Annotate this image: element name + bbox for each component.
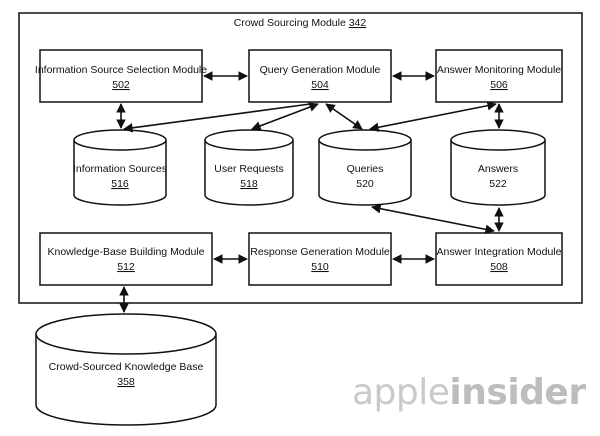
query-generation-module: Query Generation Module 504 bbox=[248, 49, 392, 103]
user-requests-ref: 518 bbox=[240, 178, 258, 190]
crowd-kb-ref: 358 bbox=[117, 376, 135, 388]
module-title: Crowd Sourcing Module 342 bbox=[234, 17, 367, 29]
information-sources-ref: 516 bbox=[111, 178, 129, 190]
arrow-queries-monitoring bbox=[369, 100, 497, 133]
info-source-selection-label: Information Source Selection Module bbox=[35, 64, 207, 76]
queries-ref: 520 bbox=[356, 178, 374, 190]
arrow-query-userrequests bbox=[251, 102, 319, 131]
answers-label: Answers bbox=[478, 163, 518, 175]
answer-integration-label: Answer Integration Module bbox=[437, 246, 562, 258]
arrow-query-infosources bbox=[123, 103, 311, 133]
information-sources-label: Information Sources bbox=[73, 163, 167, 175]
response-generation-label: Response Generation Module bbox=[250, 246, 390, 258]
user-requests-label: User Requests bbox=[214, 163, 283, 175]
answers-ref: 522 bbox=[489, 178, 507, 190]
answer-monitoring-label: Answer Monitoring Module bbox=[437, 64, 561, 76]
queries-store: Queries 520 bbox=[318, 129, 412, 206]
crowd-kb-label: Crowd-Sourced Knowledge Base bbox=[49, 361, 204, 373]
response-generation-module: Response Generation Module 510 bbox=[248, 232, 392, 286]
info-source-selection-module: Information Source Selection Module 502 bbox=[35, 49, 207, 103]
information-sources-store: Information Sources 516 bbox=[73, 129, 167, 206]
appleinsider-watermark: appleinsider bbox=[352, 372, 586, 413]
kb-building-module: Knowledge-Base Building Module 512 bbox=[39, 232, 213, 286]
connector-arrows bbox=[116, 71, 504, 313]
answer-monitoring-ref: 506 bbox=[490, 79, 508, 91]
answer-integration-module: Answer Integration Module 508 bbox=[435, 232, 563, 286]
crowd-sourced-kb-store: Crowd-Sourced Knowledge Base 358 bbox=[35, 313, 217, 426]
response-generation-ref: 510 bbox=[311, 261, 329, 273]
crowd-sourcing-module-frame bbox=[18, 12, 583, 304]
query-generation-ref: 504 bbox=[311, 79, 329, 91]
answer-integration-ref: 508 bbox=[490, 261, 508, 273]
arrow-queries-integration bbox=[371, 203, 495, 235]
user-requests-store: User Requests 518 bbox=[204, 129, 294, 206]
answers-store: Answers 522 bbox=[450, 129, 546, 206]
info-source-selection-ref: 502 bbox=[112, 79, 130, 91]
kb-building-label: Knowledge-Base Building Module bbox=[47, 246, 204, 258]
query-generation-label: Query Generation Module bbox=[260, 64, 381, 76]
answer-monitoring-module: Answer Monitoring Module 506 bbox=[435, 49, 563, 103]
arrow-query-queries bbox=[325, 103, 363, 130]
kb-building-ref: 512 bbox=[117, 261, 135, 273]
queries-label: Queries bbox=[347, 163, 384, 175]
